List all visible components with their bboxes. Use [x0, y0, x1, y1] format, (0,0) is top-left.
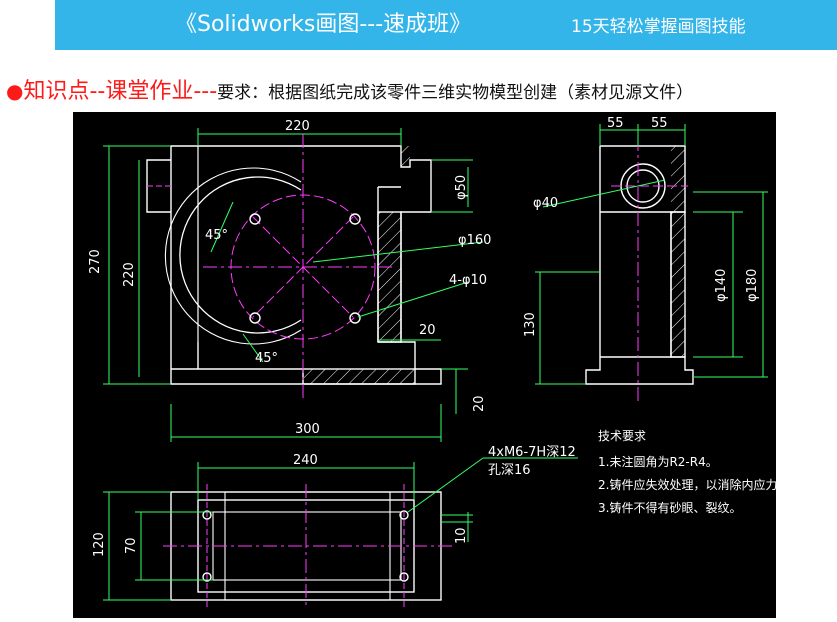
dim-angle-bottom: 45°: [255, 351, 278, 366]
dim-side-55-right: 55: [651, 116, 668, 131]
side-dimension-labels: 55 55 φ40 φ140 φ180 130: [523, 116, 760, 337]
note-item-1: 1.未注圆角为R2-R4。: [598, 454, 718, 469]
dim-240: 240: [293, 453, 318, 468]
headline-requirement-text: 要求：根据图纸完成该零件三维实物模型创建（素材见源文件）: [217, 83, 694, 103]
side-view: [585, 137, 694, 402]
dim-side-130: 130: [523, 312, 538, 337]
note-item-3: 3.铸件不得有砂眼、裂纹。: [598, 500, 741, 515]
dim-220-top: 220: [285, 119, 310, 134]
thread-note-1: 4xM6-7H深12: [488, 445, 576, 460]
dim-side-180: φ180: [745, 269, 760, 302]
course-title: 《Solidworks画图---速成班》: [175, 12, 472, 37]
dim-circle-dia: φ160: [458, 233, 491, 248]
thread-note-2: 孔深16: [488, 463, 531, 478]
side-dimensions: [535, 124, 768, 385]
dim-hole-note: 4-φ10: [449, 273, 487, 288]
assignment-headline: ●知识点--课堂作业---要求：根据图纸完成该零件三维实物模型创建（素材见源文件…: [6, 76, 693, 108]
note-item-2: 2.铸件应失效处理，以消除内应力。: [598, 477, 776, 492]
dim-10: 10: [454, 527, 469, 544]
technical-requirements: 技术要求 1.未注圆角为R2-R4。 2.铸件应失效处理，以消除内应力。 3.铸…: [598, 429, 789, 515]
notes-title: 技术要求: [598, 429, 646, 443]
course-subtitle: 15天轻松掌握画图技能: [571, 17, 746, 37]
dim-base-20: 20: [472, 395, 487, 412]
cad-drawing: 220 270 220 φ50 φ160 4-φ10 45° 45° 20 20…: [73, 112, 789, 618]
dim-220-height: 220: [122, 262, 137, 287]
dim-270: 270: [88, 249, 103, 274]
dim-120: 120: [92, 532, 107, 557]
front-dimension-labels: 220 270 220 φ50 φ160 4-φ10 45° 45° 20 20…: [88, 119, 491, 437]
dim-angle-top: 45°: [205, 228, 228, 243]
top-dimension-labels: 240 120 70 10 4xM6-7H深12 孔深16: [92, 445, 576, 557]
top-dimensions: [103, 457, 578, 601]
bullet-icon: ●: [6, 79, 24, 103]
dim-side-140: φ140: [714, 269, 729, 302]
dim-wall-20: 20: [419, 323, 436, 338]
dim-side-hole: φ40: [533, 196, 558, 211]
dim-boss-dia: φ50: [454, 175, 469, 200]
headline-red-text: 知识点--课堂作业---: [23, 79, 218, 104]
dim-70: 70: [124, 537, 139, 554]
top-view: [163, 484, 453, 608]
dim-300: 300: [295, 422, 320, 437]
dim-side-55-left: 55: [607, 116, 624, 131]
course-banner: 《Solidworks画图---速成班》 15天轻松掌握画图技能: [55, 0, 837, 50]
front-dimensions: [103, 128, 484, 442]
front-view: [146, 134, 442, 400]
